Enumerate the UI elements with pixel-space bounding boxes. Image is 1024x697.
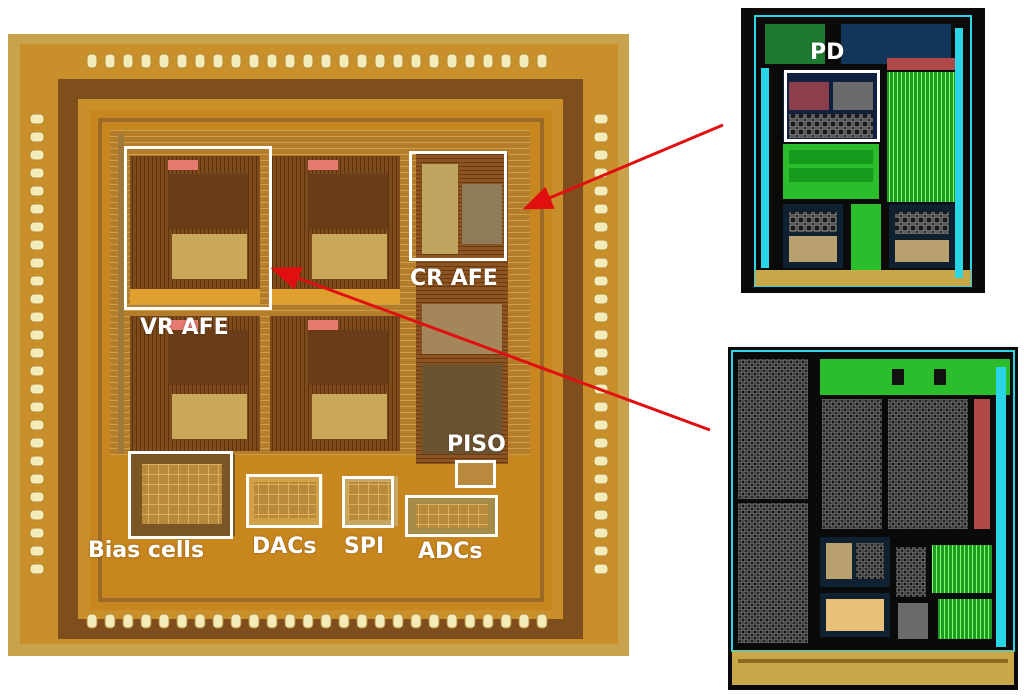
pd-box xyxy=(784,70,880,142)
label-spi: SPI xyxy=(344,534,385,559)
spi-box xyxy=(342,476,394,528)
dacs-box xyxy=(246,474,322,528)
cr-afe-layout-view xyxy=(741,8,985,293)
label-pd: PD xyxy=(810,40,845,65)
vr-afe-box xyxy=(124,146,272,310)
cr-afe-layout-graphic xyxy=(741,8,985,293)
piso-box xyxy=(455,460,496,488)
label-vr-afe: VR AFE xyxy=(140,315,229,340)
label-cr-afe: CR AFE xyxy=(410,266,498,291)
label-piso: PISO xyxy=(447,432,506,457)
label-adcs: ADCs xyxy=(418,539,483,564)
label-dacs: DACs xyxy=(252,534,317,559)
bias-cells-box xyxy=(128,451,233,539)
label-bias-cells: Bias cells xyxy=(88,538,205,563)
vr-afe-layout-graphic xyxy=(728,347,1018,690)
adcs-box xyxy=(405,495,498,537)
vr-afe-layout-view xyxy=(728,347,1018,690)
cr-afe-box xyxy=(409,151,507,261)
